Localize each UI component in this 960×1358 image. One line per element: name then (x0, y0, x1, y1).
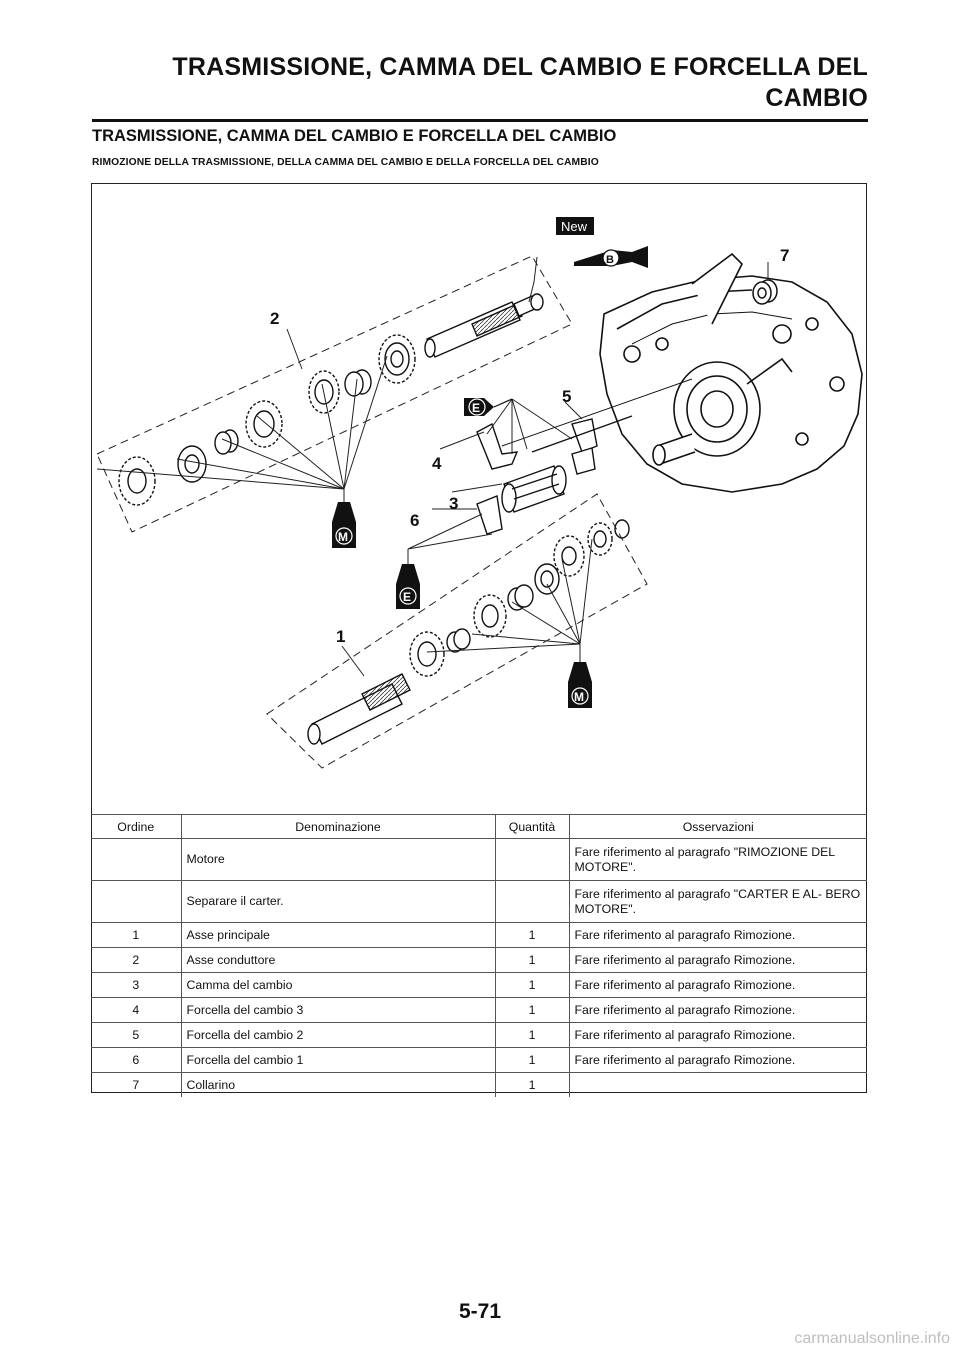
cell-name: Forcella del cambio 2 (181, 1022, 496, 1048)
collar-part (752, 279, 778, 305)
callout-3: 3 (449, 494, 458, 513)
cell-qty: 1 (495, 972, 570, 998)
table-row: 2 Asse conduttore 1 Fare riferimento al … (91, 947, 867, 973)
drive-axle-assembly (118, 293, 544, 506)
header-denominazione: Denominazione (181, 814, 496, 839)
cell-order: 6 (91, 1047, 182, 1073)
svg-text:E: E (472, 401, 480, 415)
subsection-title: RIMOZIONE DELLA TRASMISSIONE, DELLA CAMM… (92, 157, 599, 168)
cell-notes: Fare riferimento al paragrafo "CARTER E … (569, 880, 867, 923)
page-header-title: TRASMISSIONE, CAMMA DEL CAMBIO E FORCELL… (68, 52, 868, 114)
cell-order: 5 (91, 1022, 182, 1048)
moly-m-symbol-upper: M (332, 502, 356, 548)
svg-text:E: E (403, 590, 411, 604)
svg-text:B: B (606, 254, 614, 266)
header-ordine: Ordine (91, 814, 182, 839)
cell-notes (569, 1072, 867, 1097)
cell-name: Camma del cambio (181, 972, 496, 998)
cell-name: Forcella del cambio 3 (181, 997, 496, 1023)
cell-name: Motore (181, 838, 496, 881)
cell-notes: Fare riferimento al paragrafo Rimozione. (569, 997, 867, 1023)
main-axle-boundary (266, 493, 648, 769)
cell-name: Forcella del cambio 1 (181, 1047, 496, 1073)
header-quantita: Quantità (495, 814, 570, 839)
cell-qty: 1 (495, 1022, 570, 1048)
header-rule (92, 119, 868, 122)
cell-qty (495, 838, 570, 881)
cell-order: 4 (91, 997, 182, 1023)
table-header-row: Ordine Denominazione Quantità Osservazio… (91, 814, 867, 839)
new-badge: New (556, 217, 594, 235)
cell-qty: 1 (495, 947, 570, 973)
cell-order (91, 838, 182, 881)
oil-e-symbol-lower: E (396, 564, 420, 609)
grease-b-symbol: B (574, 246, 648, 268)
cell-name: Asse conduttore (181, 947, 496, 973)
cell-notes: Fare riferimento al paragrafo Rimozione. (569, 1022, 867, 1048)
svg-text:M: M (574, 690, 584, 704)
cell-notes: Fare riferimento al paragrafo Rimozione. (569, 972, 867, 998)
cell-qty: 1 (495, 997, 570, 1023)
cell-notes: Fare riferimento al paragrafo Rimozione. (569, 947, 867, 973)
cell-order: 2 (91, 947, 182, 973)
parts-table: Ordine Denominazione Quantità Osservazio… (91, 814, 867, 1097)
table-row: 1 Asse principale 1 Fare riferimento al … (91, 922, 867, 948)
table-row: 5 Forcella del cambio 2 1 Fare riferimen… (91, 1022, 867, 1048)
callout-5: 5 (562, 387, 571, 406)
table-row: 4 Forcella del cambio 3 1 Fare riferimen… (91, 997, 867, 1023)
watermark: carmanualsonline.info (794, 1330, 950, 1347)
leader-lines (96, 256, 769, 677)
cell-order: 1 (91, 922, 182, 948)
moly-m-symbol-lower: M (568, 662, 592, 708)
svg-text:New: New (561, 219, 588, 234)
cell-name: Asse principale (181, 922, 496, 948)
table-row: Separare il carter. Fare riferimento al … (91, 880, 867, 923)
cell-order: 3 (91, 972, 182, 998)
section-title: TRASMISSIONE, CAMMA DEL CAMBIO E FORCELL… (92, 127, 617, 145)
header-title-line-1: TRASMISSIONE, CAMMA DEL CAMBIO E FORCELL… (172, 53, 868, 81)
cell-qty: 1 (495, 1072, 570, 1097)
cell-qty: 1 (495, 1047, 570, 1073)
page-number: 5-71 (458, 1300, 502, 1323)
cell-notes: Fare riferimento al paragrafo Rimozione. (569, 1047, 867, 1073)
main-axle-assembly (307, 519, 630, 745)
table-row: 3 Camma del cambio 1 Fare riferimento al… (91, 972, 867, 998)
header-title-line-2: CAMBIO (765, 84, 868, 112)
header-osservazioni: Osservazioni (569, 814, 867, 839)
crankcase-illustration (599, 252, 863, 493)
svg-text:M: M (338, 530, 348, 544)
table-row: Motore Fare riferimento al paragrafo "RI… (91, 838, 867, 881)
exploded-transmission-diagram: 1 2 3 4 5 6 7 New B E E M M (96, 217, 863, 769)
cell-name: Collarino (181, 1072, 496, 1097)
drive-axle-boundary (96, 255, 573, 533)
cell-order (91, 880, 182, 923)
cell-qty: 1 (495, 922, 570, 948)
callout-4: 4 (432, 454, 442, 473)
cell-qty (495, 880, 570, 923)
cell-order: 7 (91, 1072, 182, 1097)
shift-cam-and-forks (476, 378, 693, 535)
oil-e-symbol-upper: E (464, 398, 513, 416)
callout-7: 7 (780, 246, 789, 265)
cell-notes: Fare riferimento al paragrafo Rimozione. (569, 922, 867, 948)
callout-1: 1 (336, 627, 345, 646)
callout-2: 2 (270, 309, 279, 328)
cell-notes: Fare riferimento al paragrafo "RIMOZIONE… (569, 838, 867, 881)
table-row: 7 Collarino 1 (91, 1072, 867, 1097)
callout-6: 6 (410, 511, 419, 530)
table-row: 6 Forcella del cambio 1 1 Fare riferimen… (91, 1047, 867, 1073)
cell-name: Separare il carter. (181, 880, 496, 923)
